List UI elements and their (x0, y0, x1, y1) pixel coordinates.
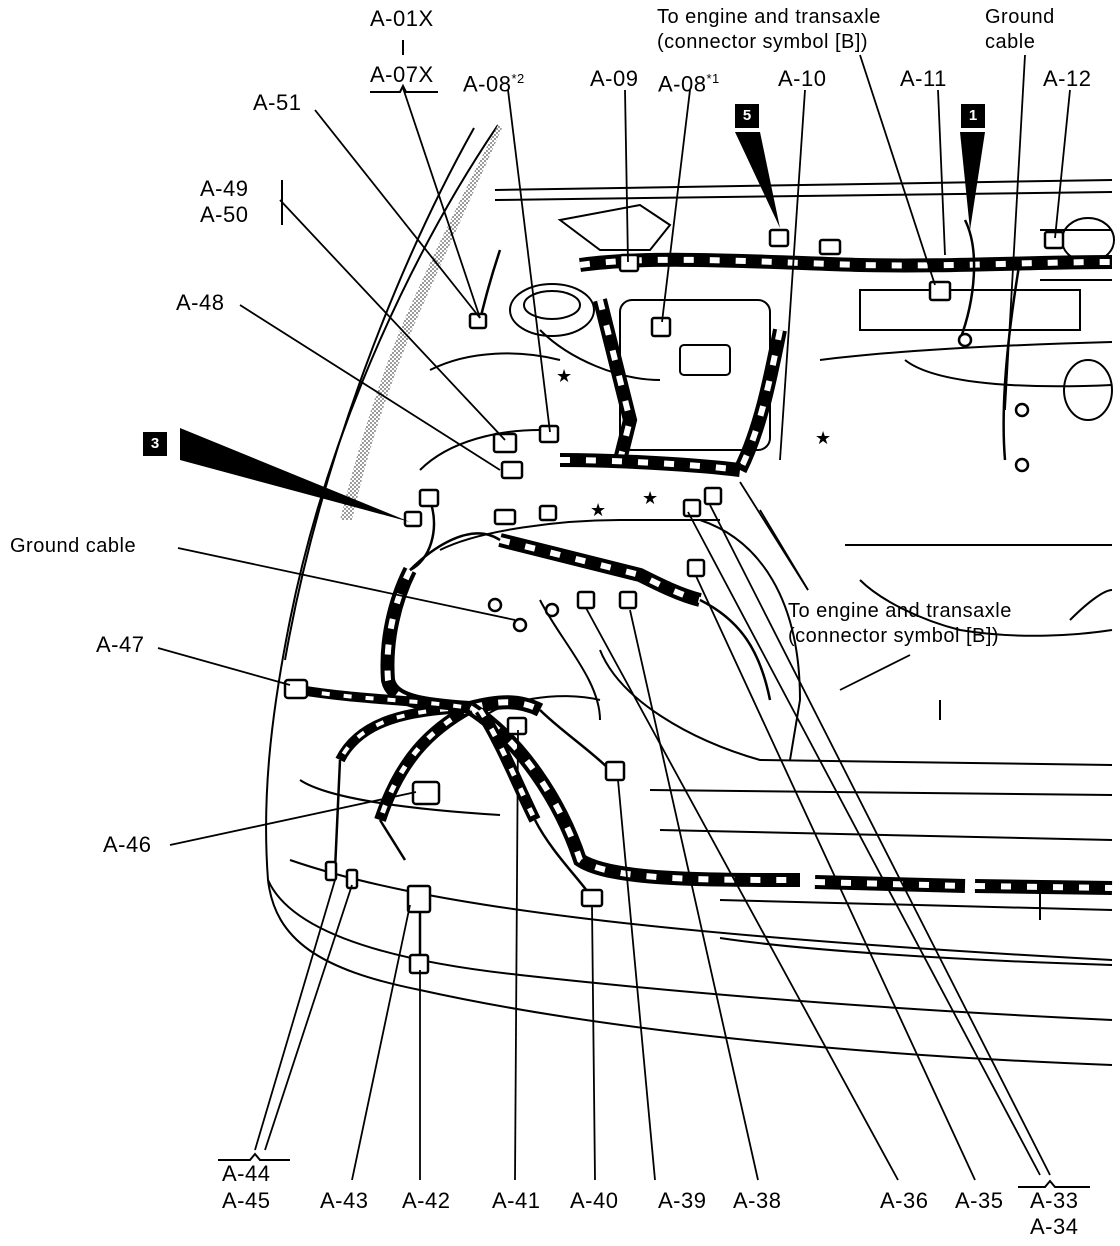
note-top-engine-line1: To engine and transaxle (657, 6, 881, 28)
connectors (283, 228, 1065, 975)
svg-text:★: ★ (556, 366, 572, 387)
callout-a34: A-34 (1030, 1214, 1079, 1239)
callout-a51: A-51 (253, 90, 302, 115)
callout-a08-2-text: A-08 (463, 71, 512, 97)
callout-a48: A-48 (176, 290, 225, 315)
note-top-engine-line2: (connector symbol [B]) (657, 31, 869, 53)
callout-a08-2-sup: *2 (511, 71, 525, 86)
note-mid-engine-line2: (connector symbol [B]) (788, 625, 1000, 647)
note-ground-left: Ground cable (10, 535, 137, 557)
callout-a42: A-42 (402, 1188, 451, 1213)
badge-1: 1 (961, 104, 985, 128)
note-ground-top-line2: cable (985, 31, 1036, 53)
callout-a43: A-43 (320, 1188, 369, 1213)
leader-lines (157, 54, 1071, 1181)
label-brackets (218, 40, 1090, 1188)
callout-a50: A-50 (200, 202, 249, 227)
callout-a33: A-33 (1030, 1188, 1079, 1213)
callout-a46: A-46 (103, 832, 152, 857)
svg-text:★: ★ (815, 428, 831, 449)
callout-a39: A-39 (658, 1188, 707, 1213)
badge-5: 5 (735, 104, 759, 128)
callout-a45: A-45 (222, 1188, 271, 1213)
callout-a40: A-40 (570, 1188, 619, 1213)
callout-a36: A-36 (880, 1188, 929, 1213)
callout-a08-1: A-08*1 (658, 68, 720, 95)
callout-a07x: A-07X (370, 62, 434, 87)
thin-wires (333, 219, 1022, 955)
callout-a49: A-49 (200, 176, 249, 201)
svg-text:★: ★ (642, 488, 658, 509)
callout-a44: A-44 (222, 1161, 271, 1186)
callout-a47: A-47 (96, 632, 145, 657)
note-ground-top-line1: Ground (985, 6, 1055, 28)
callout-a35: A-35 (955, 1188, 1004, 1213)
callout-a41: A-41 (492, 1188, 541, 1213)
fender-shade (340, 125, 502, 520)
callout-a38: A-38 (733, 1188, 782, 1213)
badge-3: 3 (143, 432, 167, 456)
callout-a01x: A-01X (370, 6, 434, 31)
callout-a09: A-09 (590, 66, 639, 91)
svg-text:★: ★ (590, 500, 606, 521)
star-markers: ★ ★ ★ ★ (556, 366, 831, 521)
callout-a10: A-10 (778, 66, 827, 91)
callout-a08-2: A-08*2 (463, 68, 525, 95)
note-mid-engine-line1: To engine and transaxle (788, 600, 1012, 622)
badge-pointers (180, 132, 985, 522)
callout-a12: A-12 (1043, 66, 1092, 91)
harness-bundles (299, 252, 1113, 895)
callout-a08-1-sup: *1 (706, 71, 720, 86)
callout-a08-1-text: A-08 (658, 71, 707, 97)
callout-a11: A-11 (900, 66, 947, 91)
